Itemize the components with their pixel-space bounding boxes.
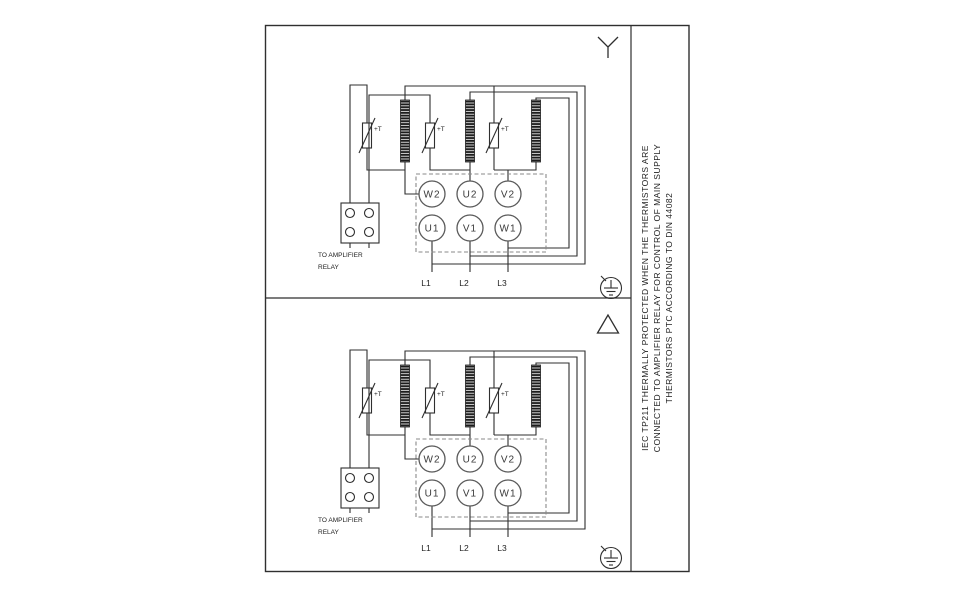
wires <box>349 349 586 537</box>
thermistor-icon: +T <box>358 117 382 154</box>
terminal-label: U1 <box>425 489 440 500</box>
supply-label-l2: L2 <box>459 278 469 288</box>
terminal-v2: V2 <box>494 445 522 473</box>
supply-label-l3: L3 <box>497 543 507 553</box>
terminal-w2: W2 <box>418 180 446 208</box>
amplifier-relay-connector <box>340 202 380 248</box>
terminal-u1: U1 <box>418 479 446 507</box>
terminal-w2: W2 <box>418 445 446 473</box>
panel-star-circuit: +T +T +T W2 U2 V2 <box>318 84 586 288</box>
thermistor-label: +T <box>501 126 509 133</box>
thermistor-label: +T <box>374 391 382 398</box>
terminal-label: U2 <box>463 455 478 466</box>
terminal-label: W2 <box>424 190 441 201</box>
terminal-v2: V2 <box>494 180 522 208</box>
panel-delta-circuit: +T +T +T W2 U2 V2 <box>318 349 586 553</box>
relay-note-line1: TO AMPLIFIER <box>318 517 363 524</box>
star-connection-icon <box>597 36 619 58</box>
panel-delta: +T +T +T W2 U2 V2 <box>318 313 623 570</box>
terminal-w1: W1 <box>494 479 522 507</box>
terminal-board-outline <box>415 173 547 253</box>
winding-coil <box>465 99 475 163</box>
thermistor-icon: +T <box>421 382 445 419</box>
terminal-label: V1 <box>463 489 477 500</box>
terminal-v1: V1 <box>456 214 484 242</box>
terminal-label: U1 <box>425 224 440 235</box>
relay-note-line1: TO AMPLIFIER <box>318 252 363 259</box>
earth-ground-icon <box>599 275 623 300</box>
terminal-label: U2 <box>463 190 478 201</box>
supply-label-l1: L1 <box>421 543 431 553</box>
thermistor-icon: +T <box>358 382 382 419</box>
terminal-board-outline <box>415 438 547 518</box>
terminal-label: V2 <box>501 190 515 201</box>
terminal-w1: W1 <box>494 214 522 242</box>
relay-note-line2: RELAY <box>318 529 339 536</box>
winding-coil <box>400 364 410 428</box>
amplifier-relay-connector <box>340 467 380 513</box>
terminal-u2: U2 <box>456 180 484 208</box>
side-note-line2: CONNECTED TO AMPLIFIER RELAY FOR CONTROL… <box>652 144 662 452</box>
side-note: IEC TP211 THERMALLY PROTECTED WHEN THE T… <box>640 144 674 452</box>
thermistor-icon: +T <box>421 117 445 154</box>
thermistor-label: +T <box>374 126 382 133</box>
side-note-line3: THERMISTORS PTC ACCORDING TO DIN 44082 <box>664 193 674 404</box>
winding-coil <box>531 99 541 163</box>
thermistor-label: +T <box>501 391 509 398</box>
delta-connection-icon <box>596 313 620 334</box>
thermistor-icon: +T <box>485 117 509 154</box>
panel-star: +T +T +T W2 U2 V2 <box>318 36 623 300</box>
terminal-u2: U2 <box>456 445 484 473</box>
terminal-label: W1 <box>500 489 517 500</box>
terminal-label: V1 <box>463 224 477 235</box>
terminal-label: W1 <box>500 224 517 235</box>
terminal-label: W2 <box>424 455 441 466</box>
terminal-v1: V1 <box>456 479 484 507</box>
supply-label-l2: L2 <box>459 543 469 553</box>
thermistor-label: +T <box>437 391 445 398</box>
winding-coil <box>400 99 410 163</box>
supply-label-l1: L1 <box>421 278 431 288</box>
relay-note-line2: RELAY <box>318 264 339 271</box>
terminal-u1: U1 <box>418 214 446 242</box>
earth-ground-icon <box>599 545 623 570</box>
winding-coil <box>465 364 475 428</box>
wires <box>349 84 586 272</box>
supply-label-l3: L3 <box>497 278 507 288</box>
winding-coil <box>531 364 541 428</box>
thermistor-icon: +T <box>485 382 509 419</box>
terminal-label: V2 <box>501 455 515 466</box>
thermistor-label: +T <box>437 126 445 133</box>
side-note-line1: IEC TP211 THERMALLY PROTECTED WHEN THE T… <box>640 145 650 451</box>
